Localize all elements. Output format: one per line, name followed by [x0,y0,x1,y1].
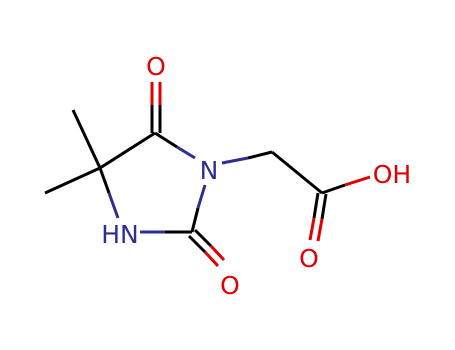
bond-c4-n3-black [154,131,178,149]
bond-cacid-oh-black [321,183,346,195]
bond-n3-c2-black [190,207,200,233]
atom-label-o-bottom: O [220,271,240,300]
atom-label-o-top: O [146,52,166,81]
bond-cacid-o-2-red [316,218,324,242]
bond-n3-ch2-black [247,150,273,160]
atom-label-nh-ring: HN [101,220,139,249]
bond-c2-o-bottom-1 [187,234,207,254]
bond-cacid-o-2 [320,193,328,220]
bond-c4-n3-blue [176,145,196,160]
atom-label-o-acid: O [299,244,319,273]
bond-c2-o-bottom-2 [193,228,213,248]
bond-c5-methyl-lower [44,166,101,195]
bond-n1-c5-blue [107,192,120,219]
bond-cacid-o-1 [312,192,320,219]
bond-cacid-oh-red [344,175,371,187]
bond-n3-ch2-blue [221,156,249,165]
bond-ch2-cacid [271,150,323,195]
bond-n1-c5-black [98,167,111,194]
atom-label-n-ring: N [200,156,219,185]
bond-c5-methyl-upper [71,109,102,169]
bond-cacid-o-1-red [308,217,316,241]
bond-c5-c4 [99,131,156,170]
bond-n3-c2-blue [196,184,207,209]
bond-c2-o-bottom-2-red [209,244,226,262]
bond-c2-o-bottom-1-red [203,250,220,268]
atom-label-oh-acid: OH [373,160,411,189]
